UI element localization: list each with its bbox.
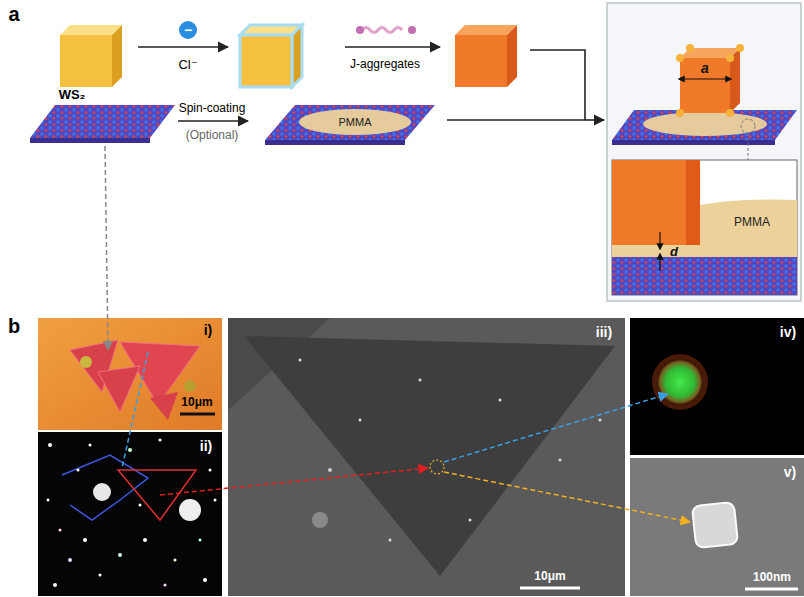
step-note: (Optional): [186, 129, 239, 141]
ion-label: Cl⁻: [178, 58, 197, 71]
subpanel-label: i): [204, 323, 213, 337]
scale-label: 100nm: [753, 571, 791, 583]
dimension-label: d: [670, 245, 678, 258]
subpanel-label: v): [784, 465, 796, 479]
material-label: WS₂: [59, 88, 86, 101]
step-label: Spin-coating: [179, 102, 246, 114]
dimension-label: a: [701, 61, 709, 75]
layer-label: PMMA: [734, 216, 770, 228]
charge-sign: −: [184, 23, 192, 37]
layer-label: PMMA: [339, 117, 372, 128]
panel-letter: b: [8, 316, 20, 336]
subpanel-label: ii): [200, 439, 212, 453]
scale-label: 10μm: [181, 396, 212, 408]
subpanel-label: iii): [596, 325, 612, 339]
molecule-label: J-aggregates: [350, 58, 420, 70]
scale-label: 10μm: [534, 570, 565, 582]
panel-letter: a: [8, 4, 19, 24]
subpanel-label: iv): [780, 325, 796, 339]
